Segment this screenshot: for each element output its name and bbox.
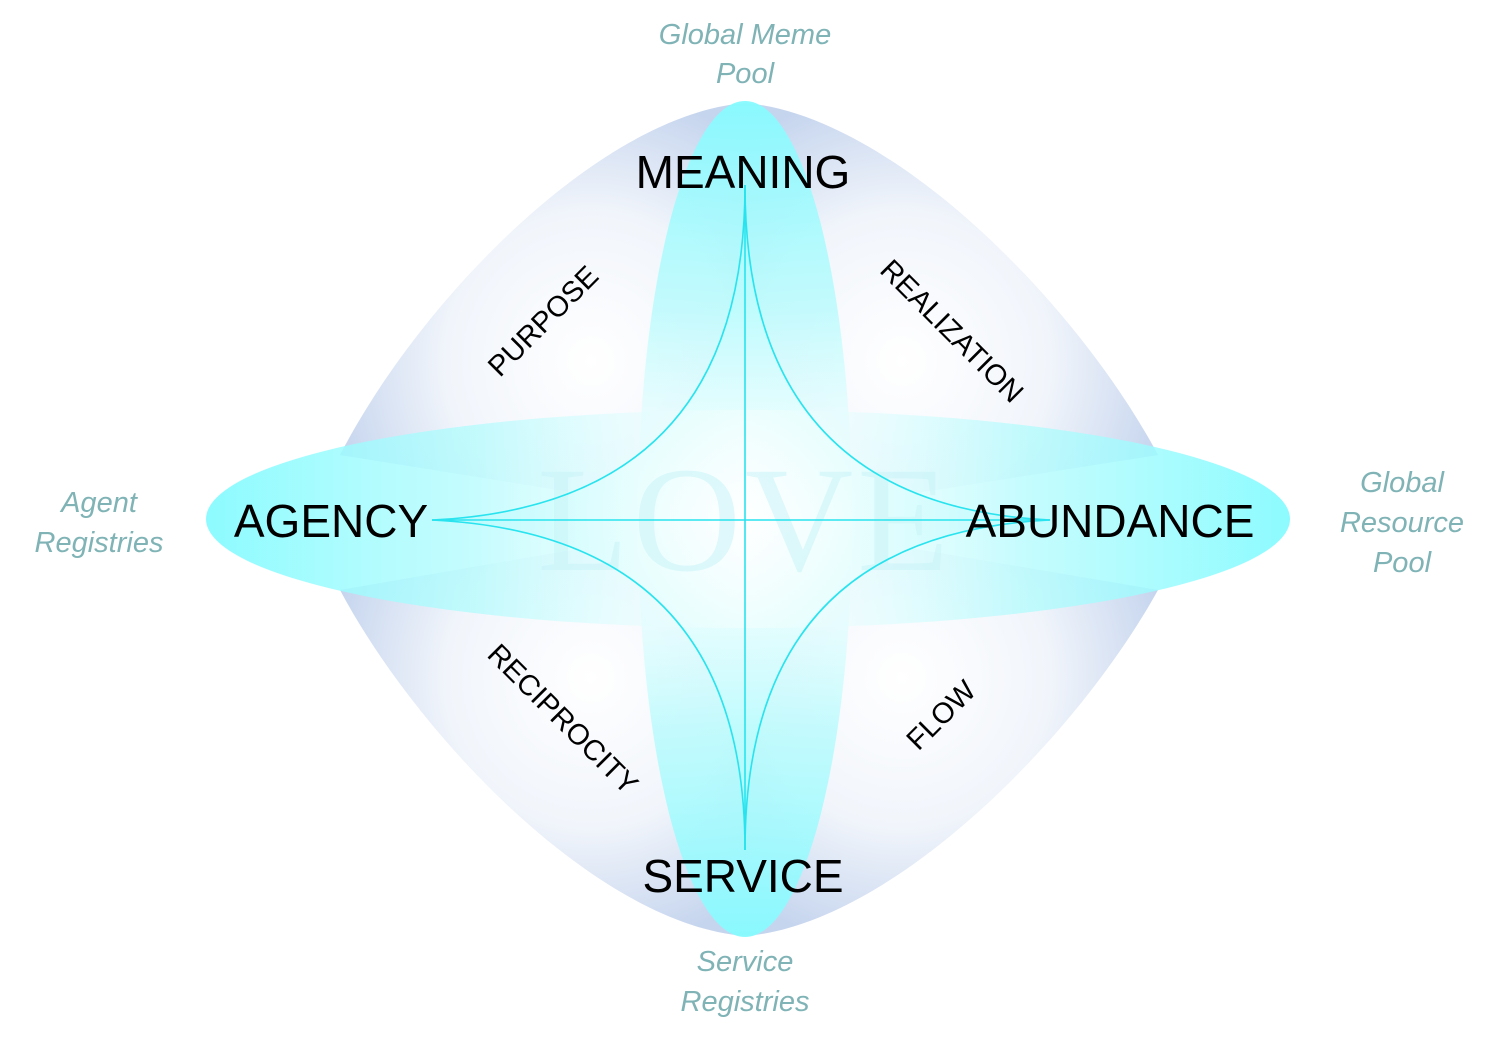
- curve-top-right: [744, 184, 1051, 521]
- outer-top-line: Pool: [716, 58, 776, 90]
- node-abundance: ABUNDANCE: [966, 495, 1255, 547]
- outer-label-bottom: Service Registries: [681, 946, 810, 1018]
- ellipse-horizontal: [206, 410, 1290, 628]
- node-service: SERVICE: [642, 850, 843, 902]
- node-meaning: MEANING: [636, 146, 851, 198]
- outer-left-line: Registries: [35, 527, 164, 559]
- outer-right-line: Resource: [1340, 507, 1464, 539]
- curve-bottom-right: [744, 519, 1051, 851]
- outer-bottom-line: Registries: [681, 986, 810, 1018]
- curve-bottom-left: [431, 519, 746, 851]
- curve-top-left: [431, 184, 746, 521]
- connector-lines: [431, 184, 1051, 851]
- outer-right-line: Pool: [1373, 547, 1433, 579]
- outer-label-right: Global Resource Pool: [1340, 467, 1464, 579]
- outer-left-line: Agent: [59, 487, 139, 519]
- outer-label-top: Global Meme Pool: [659, 19, 831, 90]
- outer-label-left: Agent Registries: [35, 487, 164, 559]
- outer-bottom-line: Service: [697, 946, 794, 978]
- outer-right-line: Global: [1360, 467, 1445, 499]
- outer-top-line: Global Meme: [659, 19, 831, 51]
- node-agency: AGENCY: [234, 495, 428, 547]
